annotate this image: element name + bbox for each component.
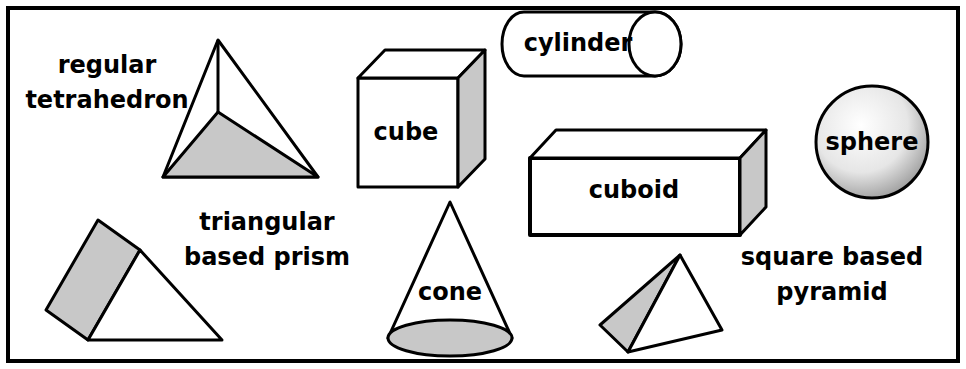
shape-name: cylinder (524, 29, 633, 57)
shape-node: cube (356, 48, 488, 190)
prism-shape (46, 220, 222, 340)
shape-node: cylinder (500, 10, 685, 78)
pyramid-shape (600, 255, 722, 352)
shape-name: sphere (826, 128, 919, 156)
shape-node: cone (384, 200, 516, 362)
shape-node: cuboid (528, 128, 768, 238)
outer-border (8, 8, 958, 361)
shape-label: triangular based prism (172, 205, 362, 275)
shape-label: square based pyramid (712, 240, 952, 310)
shape-name: cone (418, 278, 482, 306)
shape-label: regular tetrahedron (12, 48, 202, 118)
shape-name: cube (374, 118, 439, 146)
shape-node: sphere (814, 84, 930, 200)
shape-name: cuboid (589, 176, 679, 204)
